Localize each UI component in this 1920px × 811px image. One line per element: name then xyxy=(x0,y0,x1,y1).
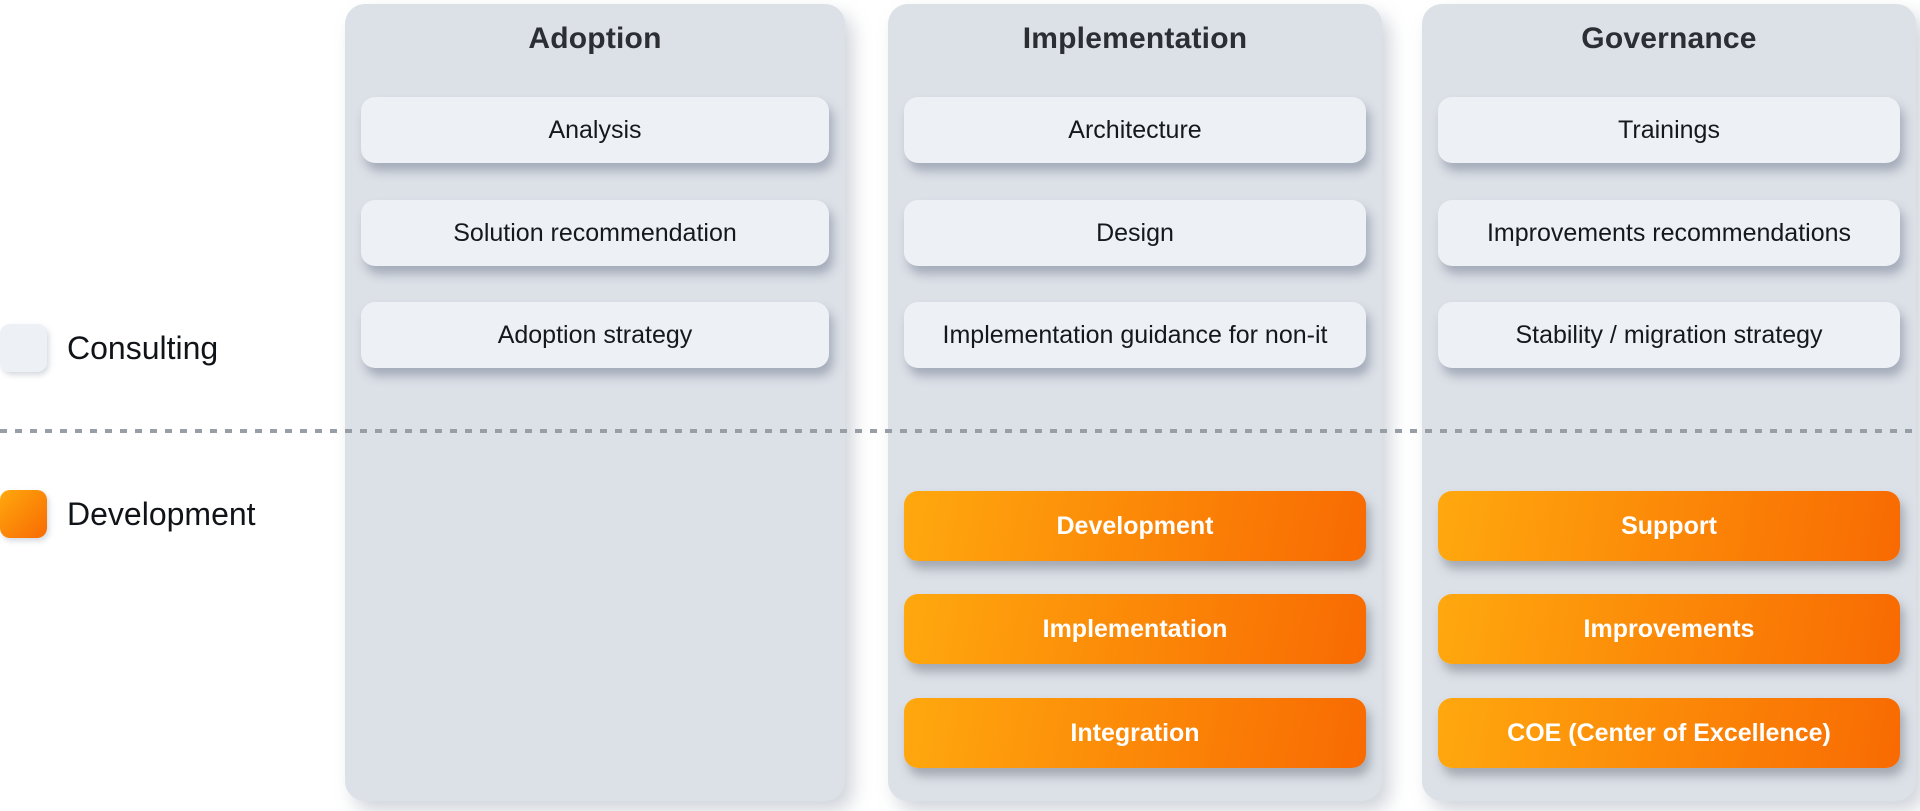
development-legend-swatch xyxy=(0,490,47,538)
consulting-card-stability-migration-strategy: Stability / migration strategy xyxy=(1438,302,1900,368)
column-implementation: Implementation Architecture Design Imple… xyxy=(888,4,1382,801)
column-implementation-title: Implementation xyxy=(1022,22,1248,55)
development-card-development: Development xyxy=(904,491,1366,561)
consulting-card-implementation-guidance: Implementation guidance for non-it xyxy=(904,302,1366,368)
column-adoption: Adoption Analysis Solution recommendatio… xyxy=(345,4,845,801)
consulting-legend-label: Consulting xyxy=(67,330,219,366)
consulting-card-solution-recommendation: Solution recommendation xyxy=(361,200,829,266)
consulting-card-analysis: Analysis xyxy=(361,97,829,163)
development-card-implementation: Implementation xyxy=(904,594,1366,664)
development-card-improvements: Improvements xyxy=(1438,594,1900,664)
consulting-development-divider xyxy=(0,429,1920,433)
consulting-card-architecture: Architecture xyxy=(904,97,1366,163)
column-adoption-title: Adoption xyxy=(528,22,662,55)
development-card-integration: Integration xyxy=(904,698,1366,768)
development-card-support: Support xyxy=(1438,491,1900,561)
consulting-card-design: Design xyxy=(904,200,1366,266)
consulting-card-improvements-recommendations: Improvements recommendations xyxy=(1438,200,1900,266)
development-card-coe: COE (Center of Excellence) xyxy=(1438,698,1900,768)
column-governance: Governance Trainings Improvements recomm… xyxy=(1422,4,1916,801)
consulting-card-adoption-strategy: Adoption strategy xyxy=(361,302,829,368)
consulting-card-trainings: Trainings xyxy=(1438,97,1900,163)
consulting-legend-swatch xyxy=(0,324,47,372)
development-legend-label: Development xyxy=(67,496,256,532)
column-governance-title: Governance xyxy=(1581,22,1757,55)
